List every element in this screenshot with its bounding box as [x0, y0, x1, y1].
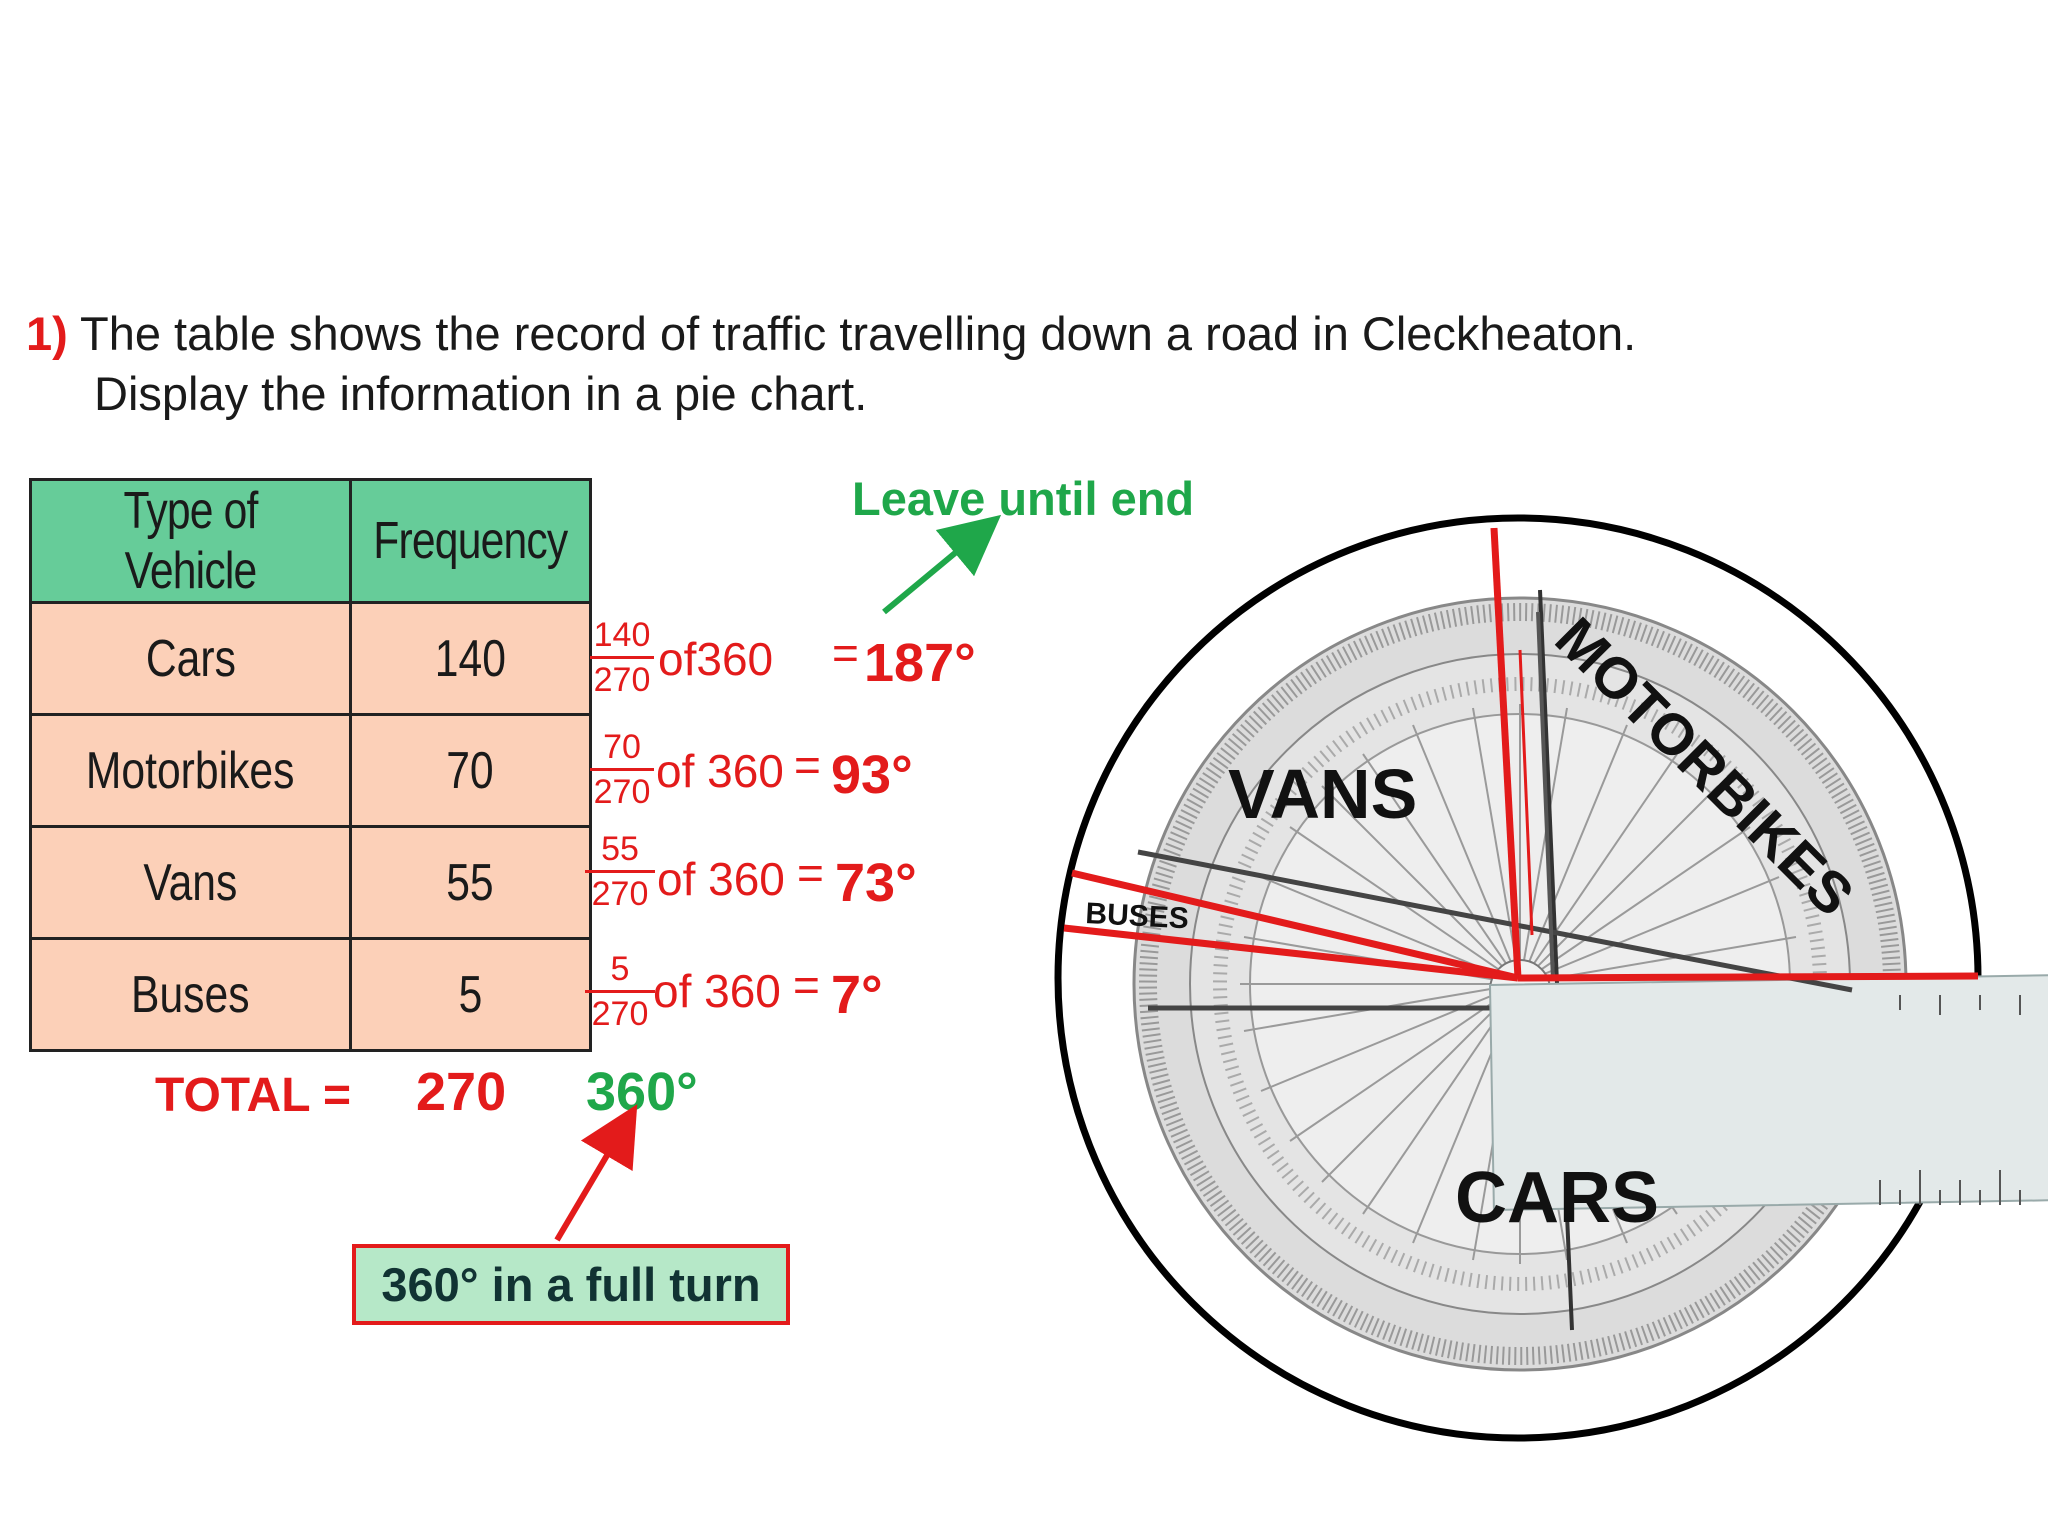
equals-sign: = [794, 739, 821, 791]
of-text: of 360 [656, 745, 784, 797]
frequency-cell: 5 [349, 937, 592, 1052]
header-frequency: Frequency [349, 478, 592, 604]
of-text: of 360 [653, 965, 781, 1017]
angle-result: 73° [835, 853, 917, 913]
calc-row-vans: 55 270 of 360 = 73° [583, 830, 963, 920]
header-vehicle: Type of Vehicle [29, 478, 352, 604]
vehicle-cell: Vans [29, 825, 352, 940]
drawn-line [1536, 611, 1555, 981]
of-text: of360 [658, 633, 774, 685]
angle-result: 187° [864, 633, 976, 693]
question-number: 1) [26, 307, 68, 360]
fraction: 5 270 [585, 952, 655, 1031]
of-text: of 360 [657, 853, 785, 905]
full-turn-note: 360° in a full turn [352, 1244, 790, 1325]
question-line-1: 1) The table shows the record of traffic… [26, 306, 1636, 361]
arrow-to-note [882, 514, 1002, 615]
calc-row-motorbikes: 70 270 of 360 = 93° [588, 728, 968, 818]
total-label: TOTAL = [155, 1069, 352, 1122]
equals-sign: = [797, 847, 824, 899]
fraction: 140 270 [590, 618, 654, 697]
drawn-line [1137, 849, 1853, 993]
guide-line [1518, 649, 1534, 936]
question-line-2: Display the information in a pie chart. [94, 367, 868, 420]
frequency-cell: 55 [349, 825, 592, 940]
pie-label-cars: CARS [1455, 1158, 1659, 1238]
angle-result: 7° [831, 965, 883, 1025]
calc-row-cars: 140 270 of360 = 187° [588, 616, 976, 706]
vehicle-cell: Cars [29, 601, 352, 716]
question-text: The table shows the record of traffic tr… [80, 307, 1637, 360]
sector-dividers [1063, 527, 1979, 982]
frequency-cell: 140 [349, 601, 592, 716]
calc-row-buses: 5 270 of 360 = 7° [583, 952, 963, 1042]
leave-until-end-note: Leave until end [852, 472, 1195, 525]
equals-sign: = [832, 627, 859, 679]
pie-label-buses: BUSES [1085, 897, 1190, 935]
frequency-cell: 70 [349, 713, 592, 828]
vehicle-cell: Buses [29, 937, 352, 1052]
table-row: Motorbikes 70 [29, 713, 592, 828]
table-row: Vans 55 [29, 825, 592, 940]
arrow-to-360 [554, 1104, 638, 1242]
pie-chart-drawing: VANS MOTORBIKES BUSES CARS [1054, 514, 2048, 1442]
frequency-table: Type of Vehicle Frequency Cars 140 Motor… [29, 478, 592, 1052]
angle-result: 93° [831, 745, 913, 805]
pie-label-vans: VANS [1228, 755, 1417, 833]
fraction: 55 270 [585, 832, 655, 911]
vehicle-cell: Motorbikes [29, 713, 352, 828]
equals-sign: = [793, 959, 820, 1011]
table-row: Buses 5 [29, 937, 592, 1052]
table-row: Cars 140 [29, 601, 592, 716]
total-value: 270 [416, 1062, 507, 1122]
fraction: 70 270 [590, 730, 654, 809]
